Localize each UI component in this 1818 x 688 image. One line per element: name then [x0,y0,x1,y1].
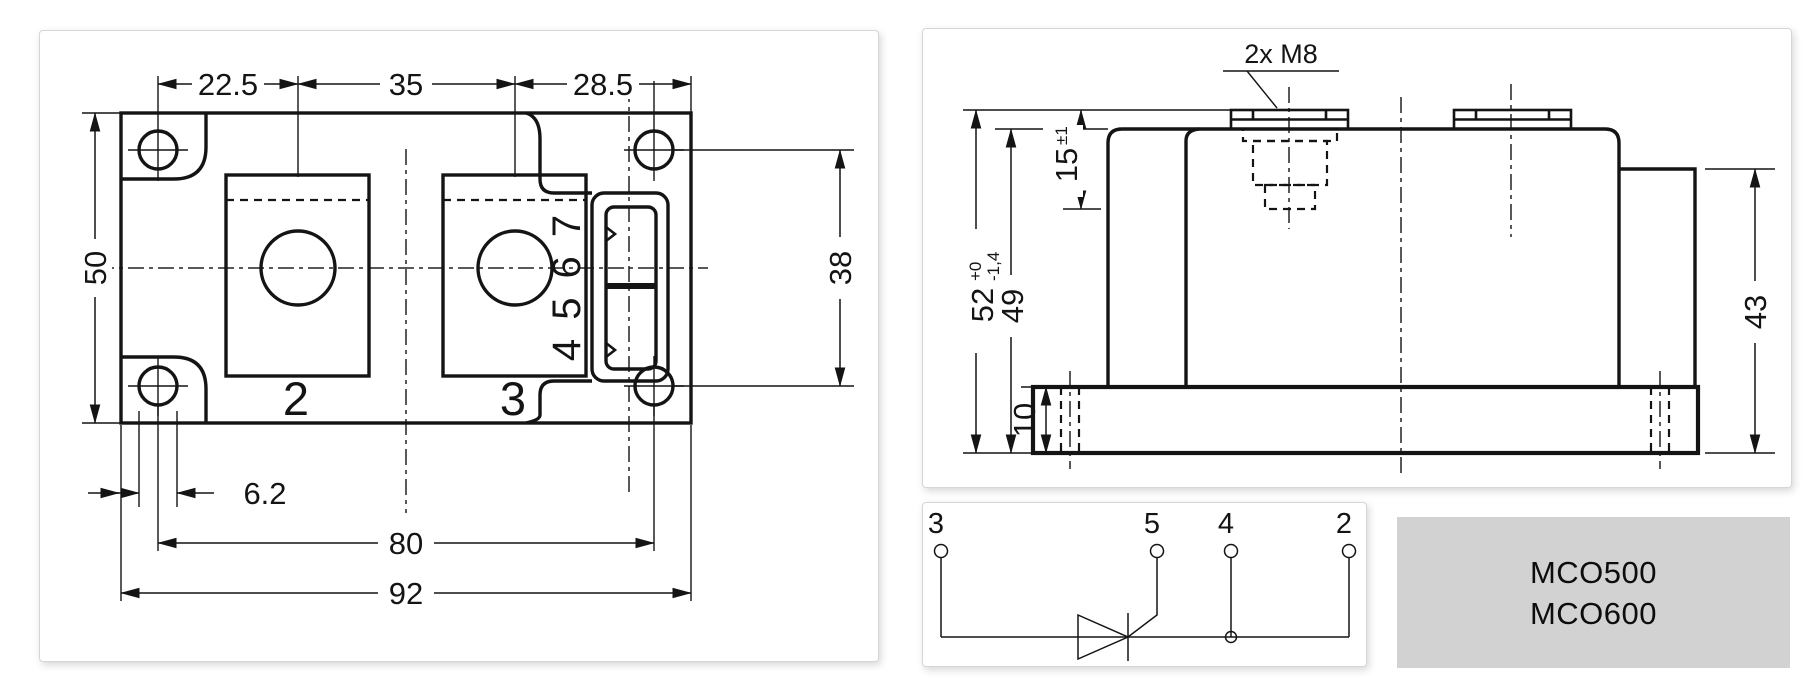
module-body [1106,127,1621,387]
side-extension-lines [963,109,1775,454]
dim-52-tol-plus: +0 [966,262,985,281]
module-outline [119,111,693,425]
dim-43: 43 [1738,295,1773,329]
pin-labels-4567: 4 5 6 7 [545,211,589,361]
top-view-drawing: 22.5 35 28.5 50 38 6.2 80 92 2 3 4 5 6 7 [78,67,858,611]
corner-contour-bottom-left [121,355,208,423]
right-strip-contour-top [525,111,592,195]
dimension-80: 80 [157,526,655,561]
screw-callout: 2x M8 [1223,39,1339,109]
extension-lines [82,76,854,601]
part-number-badge: MCO500 MCO600 [1397,517,1790,668]
screw-label: 2x M8 [1244,39,1318,69]
side-view-drawing-panel: 52 +0 -1,4 49 10 15 ±1 43 2x M8 [922,28,1792,488]
right-strip-contour-bottom [525,379,592,425]
dim-52-tol-minus: -1,4 [984,252,1003,281]
dim-38: 38 [823,251,858,285]
terminal-2-label: 2 [283,372,309,425]
schematic-terminal-4: 4 [1218,508,1234,540]
dimension-92: 92 [120,576,692,611]
schematic-wires [940,557,1350,638]
baseplate-hole-hidden-lines [1059,387,1671,453]
dim-80: 80 [389,526,423,561]
dim-15: 15 [1049,148,1084,182]
thyristor-schematic: 3 5 4 2 [928,508,1357,661]
side-centerlines [1069,84,1661,477]
dim-92: 92 [389,576,423,611]
control-connector [590,191,670,383]
dim-49: 49 [995,289,1030,323]
dim-28-5: 28.5 [573,67,633,102]
dimension-15: 15 ±1 [1043,109,1087,210]
dim-6-2: 6.2 [243,476,286,511]
dim-22-5: 22.5 [198,67,258,102]
dim-10: 10 [1007,403,1042,437]
schematic-terminal-3: 3 [928,508,944,540]
terminal-block-left [1229,108,1350,211]
dim-50: 50 [78,251,113,285]
schematic-terminal-2: 2 [1336,508,1352,540]
part-number-line2: MCO600 [1529,595,1658,631]
terminal-pad-3 [441,173,588,378]
dimension-10: 10 [1007,386,1052,454]
schematic-terminals [933,543,1357,559]
part-number-line1: MCO500 [1529,554,1658,590]
terminal-block-right [1452,108,1573,131]
dimension-52: 52 +0 -1,4 [957,109,1003,454]
dim-15-tol: ±1 [1052,126,1071,145]
dimension-top-row: 22.5 35 28.5 [157,67,692,102]
side-view-drawing: 52 +0 -1,4 49 10 15 ±1 43 2x M8 [957,39,1775,477]
schematic-panel: 3 5 4 2 [922,502,1367,667]
top-view-drawing-panel: 22.5 35 28.5 50 38 6.2 80 92 2 3 4 5 6 7 [39,30,879,662]
dimension-50: 50 [78,112,113,424]
thyristor-symbol [1077,613,1130,661]
terminal-3-label: 3 [500,372,526,425]
junction-dot [1224,630,1238,644]
baseplate [1030,384,1701,456]
dimension-43: 43 [1738,168,1773,454]
dimension-38: 38 [823,149,858,387]
terminal-pad-2 [224,173,371,378]
dimension-6-2: 6.2 [88,476,287,511]
body-inner-edge [1184,127,1200,387]
dimension-49: 49 [995,128,1030,454]
dim-35: 35 [389,67,423,102]
connector-step [1619,167,1697,387]
dim-52: 52 [965,288,1000,322]
corner-contour-top-left [121,113,208,181]
schematic-terminal-5: 5 [1144,508,1160,540]
